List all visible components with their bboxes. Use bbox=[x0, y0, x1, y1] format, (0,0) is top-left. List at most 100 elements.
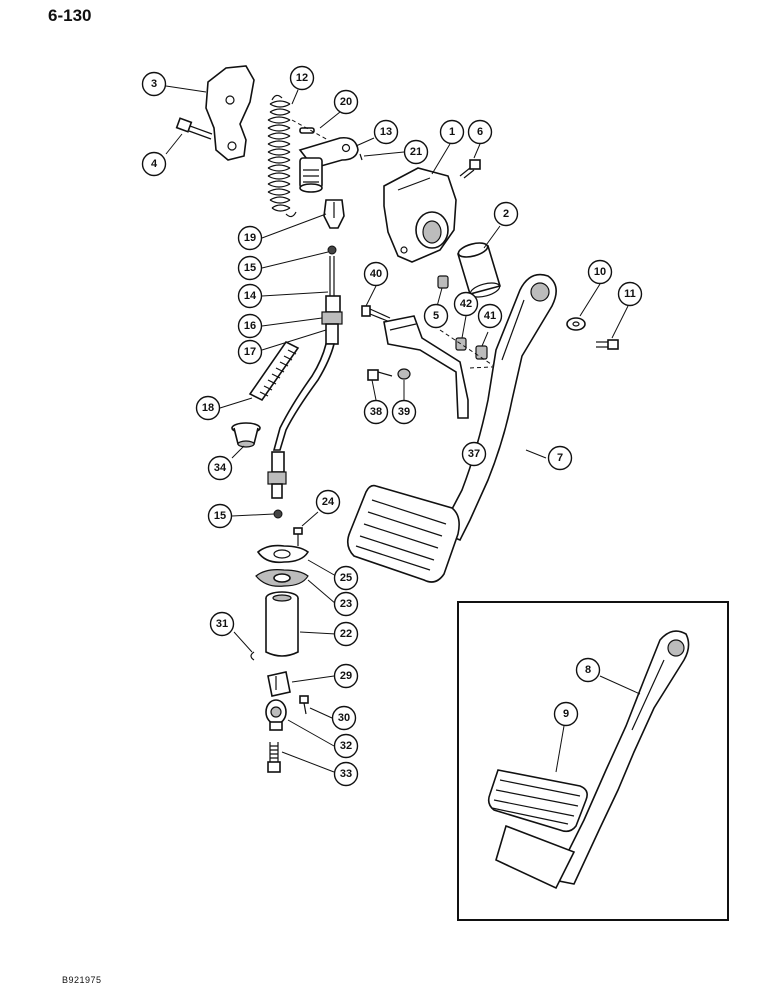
callout-23: 23 bbox=[333, 591, 359, 617]
svg-text:14: 14 bbox=[244, 290, 257, 302]
callout-11: 11 bbox=[617, 281, 643, 307]
part-lever bbox=[298, 136, 359, 193]
callout-19: 19 bbox=[237, 225, 263, 251]
part-clevis bbox=[323, 199, 345, 229]
callout-18: 18 bbox=[195, 395, 221, 421]
svg-text:7: 7 bbox=[557, 452, 563, 464]
callout-20: 20 bbox=[333, 89, 359, 115]
svg-text:29: 29 bbox=[340, 670, 352, 682]
part-pedal bbox=[346, 273, 557, 583]
svg-text:15: 15 bbox=[244, 262, 256, 274]
part-conduit bbox=[272, 343, 336, 451]
svg-text:39: 39 bbox=[398, 406, 410, 418]
svg-text:42: 42 bbox=[460, 298, 472, 310]
part-gasket bbox=[255, 569, 309, 587]
part-bolt bbox=[175, 117, 213, 140]
callout-25: 25 bbox=[333, 565, 359, 591]
svg-text:12: 12 bbox=[296, 72, 308, 84]
part-bushing bbox=[456, 242, 502, 298]
part-bolt-38 bbox=[367, 369, 393, 381]
part-cotter bbox=[359, 153, 363, 161]
svg-text:37: 37 bbox=[468, 448, 480, 460]
callout-6: 6 bbox=[467, 119, 493, 145]
callout-40: 40 bbox=[363, 261, 389, 287]
svg-text:25: 25 bbox=[340, 572, 352, 584]
inset-frame bbox=[457, 601, 729, 921]
callout-10: 10 bbox=[587, 259, 613, 285]
svg-text:40: 40 bbox=[370, 268, 382, 280]
callout-15: 15 bbox=[237, 255, 263, 281]
callout-29: 29 bbox=[333, 663, 359, 689]
callout-15-lower: 15 bbox=[207, 503, 233, 529]
callout-7: 7 bbox=[547, 445, 573, 471]
svg-text:34: 34 bbox=[214, 462, 227, 474]
svg-text:6: 6 bbox=[477, 126, 483, 138]
part-washer bbox=[566, 317, 586, 331]
svg-text:16: 16 bbox=[244, 320, 256, 332]
svg-text:13: 13 bbox=[380, 126, 392, 138]
svg-text:18: 18 bbox=[202, 402, 214, 414]
svg-text:2: 2 bbox=[503, 208, 509, 220]
svg-text:17: 17 bbox=[244, 346, 256, 358]
svg-text:5: 5 bbox=[433, 310, 439, 322]
part-nut-15 bbox=[327, 245, 337, 255]
callout-33: 33 bbox=[333, 761, 359, 787]
part-spring bbox=[267, 94, 297, 218]
svg-text:4: 4 bbox=[151, 158, 158, 170]
callout-3: 3 bbox=[141, 71, 167, 97]
callout-39: 39 bbox=[391, 399, 417, 425]
part-bolt-11 bbox=[596, 339, 619, 350]
callout-12: 12 bbox=[289, 65, 315, 91]
part-boot-ribs bbox=[259, 349, 297, 397]
svg-text:19: 19 bbox=[244, 232, 256, 244]
callout-31: 31 bbox=[209, 611, 235, 637]
callout-1: 1 bbox=[439, 119, 465, 145]
part-cable-end bbox=[267, 451, 287, 519]
part-mounting-bracket bbox=[361, 305, 513, 419]
callout-4: 4 bbox=[141, 151, 167, 177]
callout-30: 30 bbox=[331, 705, 357, 731]
part-pedal-alt bbox=[487, 630, 690, 890]
svg-text:1: 1 bbox=[449, 126, 455, 138]
svg-text:3: 3 bbox=[151, 78, 157, 90]
svg-text:11: 11 bbox=[624, 288, 636, 300]
callout-38: 38 bbox=[363, 399, 389, 425]
part-clamp bbox=[267, 671, 291, 697]
callout-2: 2 bbox=[493, 201, 519, 227]
callout-14: 14 bbox=[237, 283, 263, 309]
svg-text:30: 30 bbox=[338, 712, 350, 724]
part-bracket bbox=[205, 65, 255, 161]
callout-22: 22 bbox=[333, 621, 359, 647]
part-nut-5 bbox=[437, 275, 449, 289]
svg-text:33: 33 bbox=[340, 768, 352, 780]
svg-text:10: 10 bbox=[594, 266, 606, 278]
part-nut-41 bbox=[475, 345, 488, 360]
callout-9: 9 bbox=[553, 701, 579, 727]
callout-34: 34 bbox=[207, 455, 233, 481]
figure-code: B921975 bbox=[62, 975, 102, 985]
callout-17: 17 bbox=[237, 339, 263, 365]
part-plate bbox=[256, 544, 310, 564]
svg-text:15: 15 bbox=[214, 510, 226, 522]
part-washer-hole bbox=[572, 321, 580, 327]
part-nut-39 bbox=[397, 368, 411, 380]
part-screw-30 bbox=[299, 695, 309, 715]
part-bolt-33 bbox=[267, 742, 281, 773]
part-rod-end bbox=[265, 699, 287, 731]
svg-text:32: 32 bbox=[340, 740, 352, 752]
svg-text:38: 38 bbox=[370, 406, 382, 418]
part-housing bbox=[383, 167, 457, 263]
callout-41: 41 bbox=[477, 303, 503, 329]
svg-text:20: 20 bbox=[340, 96, 352, 108]
callout-16: 16 bbox=[237, 313, 263, 339]
part-screw-24 bbox=[293, 527, 303, 546]
svg-text:23: 23 bbox=[340, 598, 352, 610]
svg-text:31: 31 bbox=[216, 618, 228, 630]
callout-42: 42 bbox=[453, 291, 479, 317]
part-cable bbox=[321, 256, 343, 345]
callout-13: 13 bbox=[373, 119, 399, 145]
callout-21: 21 bbox=[403, 139, 429, 165]
part-tube bbox=[265, 591, 299, 657]
callout-24: 24 bbox=[315, 489, 341, 515]
